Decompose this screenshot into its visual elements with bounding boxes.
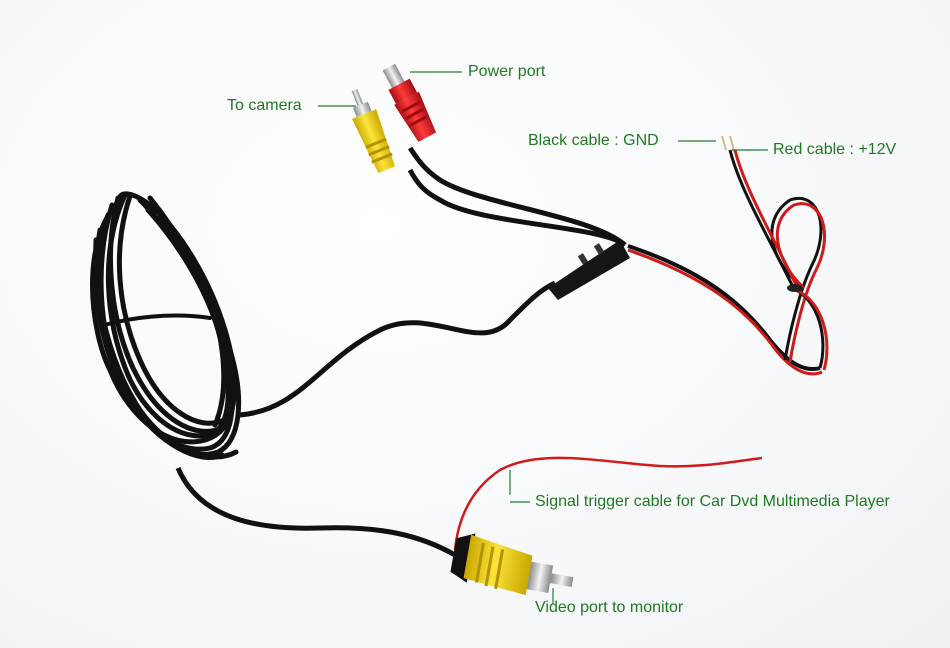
signal-trigger-wire — [453, 456, 763, 551]
coiled-cable-bundle — [90, 191, 242, 461]
power-wire-loop — [728, 149, 829, 371]
red-cable-label: Red cable : +12V — [773, 141, 897, 158]
leader-lines — [318, 71, 768, 604]
power-port-label: Power port — [468, 63, 546, 80]
black-cable-label: Black cable : GND — [528, 132, 659, 149]
signal-trigger-label: Signal trigger cable for Car Dvd Multime… — [535, 493, 890, 510]
video-port-label: Video port to monitor — [535, 599, 684, 616]
to-camera-label: To camera — [227, 97, 302, 114]
junction-block — [548, 240, 630, 300]
rca-video-connector — [450, 533, 574, 596]
video-cable — [175, 467, 457, 558]
power-port-connector — [382, 63, 437, 142]
main-cable — [239, 280, 557, 418]
rca-camera-connector — [351, 88, 395, 174]
